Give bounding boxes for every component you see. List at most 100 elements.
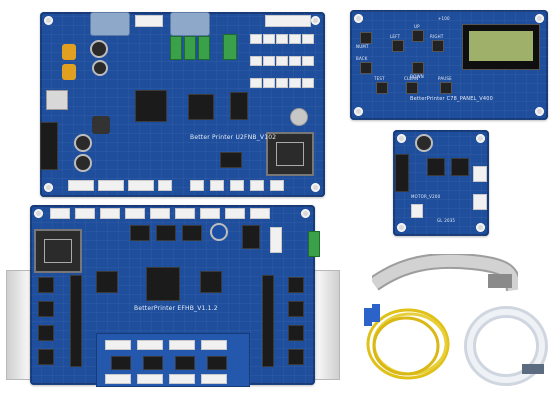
mount-hole (535, 107, 544, 116)
board-code: GL 2035 (437, 218, 456, 223)
header-connector (75, 208, 95, 219)
main-control-board: Better Printer U2FNB_V102 (40, 12, 325, 197)
sub-board (96, 333, 250, 387)
driver-chip (38, 277, 54, 293)
coin-battery (290, 108, 308, 126)
header-connector (250, 180, 264, 191)
motor-driver-board: MOTOR_V200 GL 2035 (393, 130, 489, 236)
button-label: PAUSE (438, 76, 452, 81)
electrolytic-capacitor (74, 134, 92, 152)
panel-button[interactable] (412, 30, 424, 42)
driver-chip (288, 349, 304, 365)
header-connector (128, 180, 154, 191)
driver-chip (288, 301, 304, 317)
driver-chip (288, 277, 304, 293)
yellow-capacitor (62, 44, 76, 60)
header-connector (250, 208, 270, 219)
mount-hole (476, 223, 485, 232)
fpga-chip (188, 94, 214, 120)
driver-chip (288, 325, 304, 341)
panel-button[interactable] (412, 62, 424, 74)
header-connector (158, 180, 172, 191)
driver-chip (38, 301, 54, 317)
terminal-block (170, 36, 182, 60)
panel-button[interactable] (440, 82, 452, 94)
driver-chip (38, 325, 54, 341)
header-connector (473, 194, 487, 210)
button-label: NUMT (356, 44, 369, 49)
button-label: TEST (374, 76, 385, 81)
board-label: BetterPrinter C78_PANEL_V400 (410, 96, 493, 102)
header-connector (270, 180, 284, 191)
pin-header (70, 275, 82, 367)
mount-hole (476, 134, 485, 143)
header-connector (210, 180, 224, 191)
header-connector (225, 208, 245, 219)
button-label: BACK (356, 56, 368, 61)
vga-connector (170, 12, 210, 36)
header-connector (230, 180, 244, 191)
inductor (92, 116, 110, 134)
panel-button[interactable] (360, 32, 372, 44)
header-connector (175, 208, 195, 219)
ic-chip (200, 271, 222, 293)
control-panel-board: NUMT LEFT UP RIGHT BACK DOWN TEST CLEAN … (350, 10, 548, 120)
terminal-block (223, 34, 237, 60)
button-label: UP (414, 24, 420, 29)
terminal-block (184, 36, 196, 60)
flat-cable-roll (462, 304, 552, 386)
ribbon-cable (369, 252, 522, 294)
header-connector (190, 180, 204, 191)
header-connector (270, 227, 282, 253)
mount-hole (311, 16, 320, 25)
ic-chip (242, 225, 260, 249)
ic-chip (427, 158, 445, 176)
mount-hole (301, 209, 310, 218)
terminal-block (198, 36, 210, 60)
button-label: LEFT (390, 34, 401, 39)
fiber-optic-module (266, 132, 314, 176)
mount-hole (354, 107, 363, 116)
ic-chip (220, 152, 242, 168)
panel-button[interactable] (360, 62, 372, 74)
mount-hole (44, 183, 53, 192)
main-processor-chip (135, 90, 167, 122)
header-connector (150, 208, 170, 219)
switch-array (250, 34, 314, 104)
pin-header (40, 122, 58, 170)
board-label: MOTOR_V200 (411, 194, 441, 199)
header-connector (125, 208, 145, 219)
panel-button[interactable] (392, 40, 404, 52)
main-fpga-chip (146, 267, 180, 301)
panel-top-label: +100 (438, 16, 450, 21)
vga-connector (90, 12, 130, 36)
button-label: RIGHT (430, 34, 444, 39)
driver-chip (38, 349, 54, 365)
electrolytic-capacitor (415, 134, 433, 152)
button-label: DOWN (410, 74, 424, 79)
header-connector (50, 208, 70, 219)
terminal-block (308, 231, 320, 257)
electrolytic-capacitor (90, 40, 108, 58)
header-connector (98, 180, 124, 191)
ic-chip (130, 225, 150, 241)
mount-hole (34, 209, 43, 218)
panel-button[interactable] (406, 82, 418, 94)
panel-button[interactable] (376, 82, 388, 94)
printhead-board: BetterPrinter EFHB_V1.1.2 (30, 205, 320, 387)
memory-chip (230, 92, 248, 120)
header-connector (265, 15, 311, 27)
lcd-display (462, 24, 540, 70)
electrolytic-capacitor (92, 60, 108, 76)
panel-button[interactable] (432, 40, 444, 52)
mount-hole (44, 16, 53, 25)
ic-chip (451, 158, 469, 176)
fiber-optic-module (34, 229, 82, 273)
pin-header (262, 275, 274, 367)
ic-chip (96, 271, 118, 293)
lcd-screen (469, 31, 533, 61)
header-connector (68, 180, 94, 191)
mount-hole (397, 134, 406, 143)
button-label: CLEAN (404, 76, 419, 81)
ic-chip (156, 225, 176, 241)
